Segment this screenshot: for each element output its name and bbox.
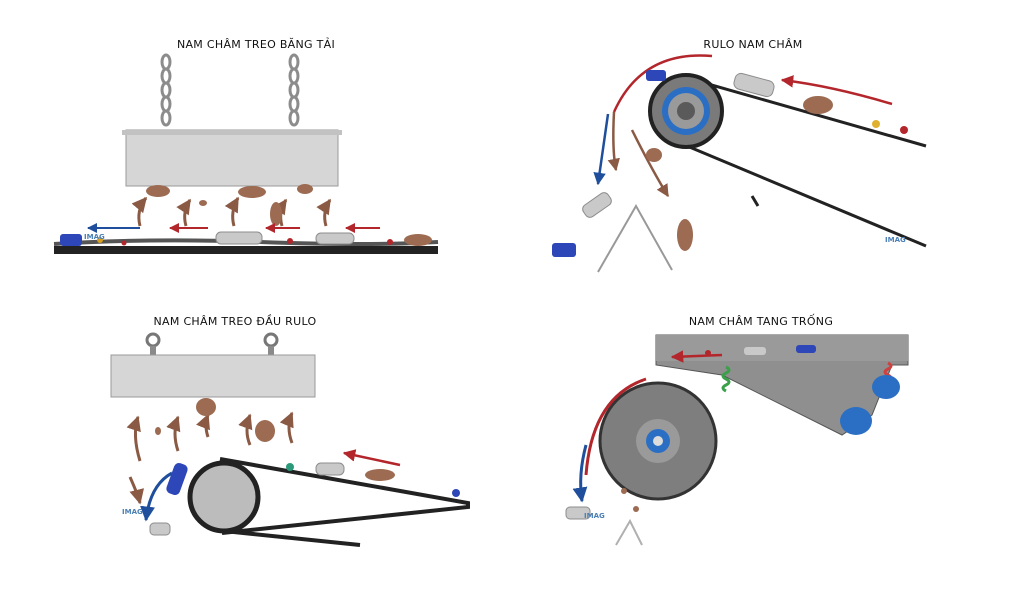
chain-left [160, 53, 172, 127]
magnet-body [110, 354, 316, 398]
conveyor-belt [54, 246, 438, 254]
panel-title: NAM CHÂM TANG TRỐNG [688, 315, 834, 328]
panel-suspended-belt-magnet: NAM CHÂM TREO BĂNG TẢI [0, 0, 512, 295]
splitter [615, 518, 643, 546]
magnetic-drum-illustration [565, 334, 909, 546]
head-pulley [187, 460, 261, 534]
magnetic-pulley-illustration [552, 54, 927, 273]
panel-title: NAM CHÂM TREO BĂNG TẢI [176, 38, 336, 51]
conveyor-belt [219, 457, 470, 535]
blue-bottle [60, 234, 82, 246]
panel-magnetic-pulley: RULO NAM CHÂM IMAG [512, 0, 1024, 295]
chain-right [288, 53, 300, 127]
watermark: IMAG [122, 508, 143, 516]
magnet-body [125, 129, 339, 187]
bottles [215, 231, 355, 245]
panel-title: RULO NAM CHÂM [703, 38, 803, 51]
spring-green [721, 365, 731, 393]
suspended-magnet-illustration [53, 53, 439, 254]
watermark: IMAG [885, 236, 906, 244]
overhead-magnet-illustration [110, 332, 470, 547]
splitter [597, 203, 673, 273]
panel-magnetic-drum: NAM CHÂM TANG TRỐNG IMAG [512, 295, 1024, 590]
watermark: IMAG [84, 233, 105, 241]
watermark: IMAG [584, 512, 605, 520]
belt-bottom [686, 144, 927, 248]
belt-top [686, 76, 927, 148]
panel-title: NAM CHÂM TREO ĐẦU RULO [153, 315, 317, 328]
panel-overhead-pulley-magnet: NAM CHÂM TREO ĐẦU RULO [0, 295, 512, 590]
